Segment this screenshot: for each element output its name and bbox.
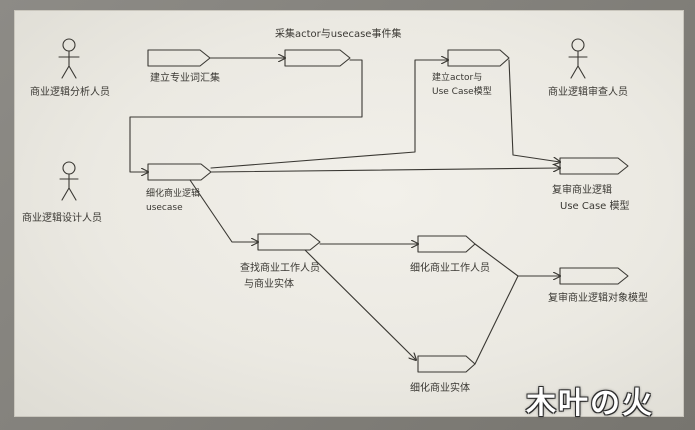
flow-refine-review [210, 168, 560, 173]
flow-build-review [508, 59, 560, 162]
activity-find-workers [257, 233, 321, 251]
actor-label-business-analyst: 商业逻辑分析人员 [30, 87, 110, 98]
actor-label-business-designer: 商业逻辑设计人员 [22, 213, 102, 224]
flow-workers-merge [474, 243, 519, 277]
activity-refine-usecase [147, 163, 212, 181]
label-refine-workers: 细化商业工作人员 [410, 263, 490, 274]
activity-build-model [447, 49, 510, 67]
label-find-workers-1: 查找商业工作人员 [240, 263, 320, 274]
activity-refine-entities [417, 355, 476, 373]
activity-refine-workers [417, 235, 476, 253]
flow-entities-merge [474, 275, 519, 365]
activity-glossary [147, 49, 211, 67]
actor-business-reviewer [568, 38, 588, 79]
flow-find-entities [304, 249, 416, 360]
actor-label-business-reviewer: 商业逻辑审查人员 [548, 87, 628, 98]
activity-collect [284, 49, 351, 67]
paper-sheet [14, 10, 684, 417]
flow-refine-build [210, 60, 448, 169]
label-refine-usecase-2: usecase [146, 203, 183, 213]
label-review-object-model: 复审商业逻辑对象模型 [548, 293, 648, 304]
actor-business-analyst [58, 38, 80, 79]
label-glossary: 建立专业词汇集 [150, 73, 220, 84]
activity-review-usecase-model [559, 157, 629, 175]
actor-business-designer [59, 161, 79, 201]
label-build-model-2: Use Case模型 [432, 87, 492, 97]
watermark: 木叶の火 [526, 386, 654, 421]
label-find-workers-2: 与商业实体 [244, 279, 294, 290]
label-review-usecase-model-1: 复审商业逻辑 [552, 185, 612, 196]
label-review-usecase-model-2: Use Case 模型 [560, 201, 630, 212]
label-refine-entities: 细化商业实体 [410, 383, 470, 394]
flow-collect-refine [129, 59, 363, 172]
label-collect: 采集actor与usecase事件集 [275, 29, 402, 40]
activity-review-object-model [559, 267, 629, 285]
label-refine-usecase-1: 细化商业逻辑 [146, 189, 201, 199]
flow-refine-find [189, 179, 258, 242]
label-build-model-1: 建立actor与 [432, 73, 483, 83]
